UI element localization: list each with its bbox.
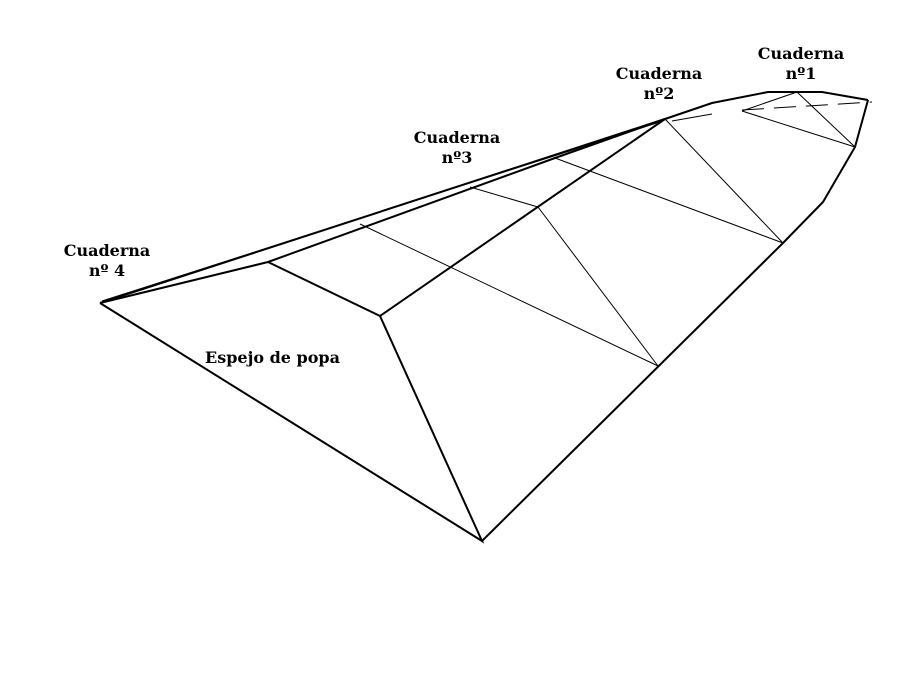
bow-top-line [664,91,869,120]
label-cuaderna-3: Cuaderna nº3 [411,128,503,168]
label-espejo-de-popa: Espejo de popa [205,348,340,367]
label-cuaderna-2: Cuaderna nº2 [613,64,705,104]
label-line: Cuaderna [63,241,151,260]
sheer-lines [99,118,666,304]
label-cuaderna-1: Cuaderna nº1 [755,44,847,84]
transom-outline [99,261,485,544]
label-cuaderna-4: Cuaderna nº 4 [61,241,153,281]
label-line: Cuaderna [615,64,703,83]
label-line: Cuaderna [413,128,501,147]
label-line: nº3 [441,148,473,167]
keel-line [481,99,869,542]
label-line: nº2 [643,84,675,103]
label-line: nº 4 [88,261,126,280]
label-line: nº1 [785,64,817,83]
label-line: Cuaderna [757,44,845,63]
chine-line [379,118,666,317]
frame-lines [359,91,873,367]
